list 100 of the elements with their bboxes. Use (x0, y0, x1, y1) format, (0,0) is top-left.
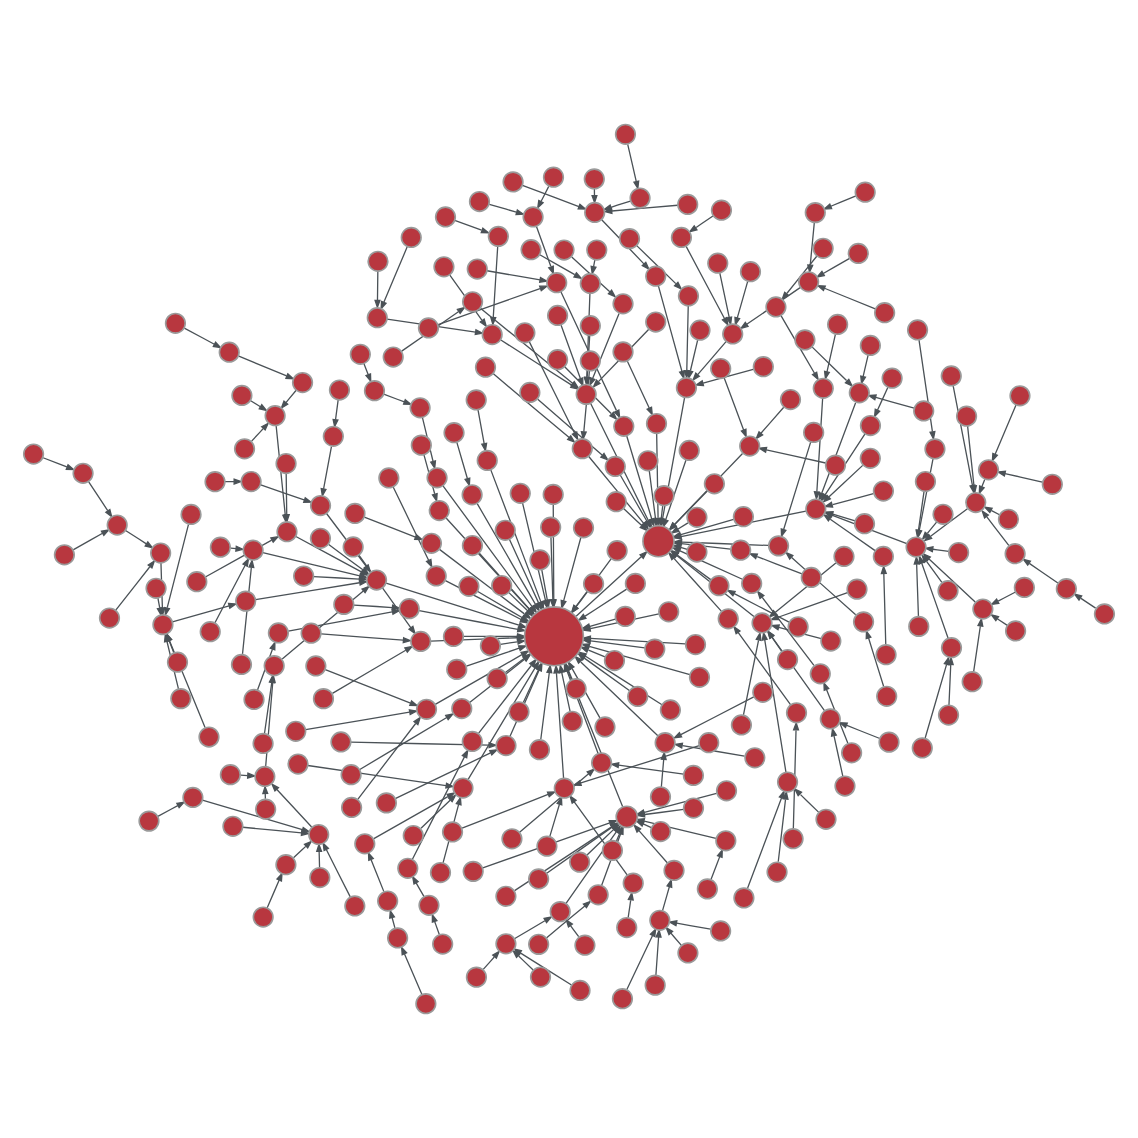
arrow (996, 470, 1043, 483)
node-circle (686, 506, 708, 528)
node-circle (710, 920, 732, 942)
arrow (287, 608, 402, 632)
node-circle (308, 823, 330, 846)
node-circle (465, 966, 488, 988)
node-circle (243, 688, 265, 711)
node-circle (574, 934, 596, 956)
node-circle (402, 824, 424, 847)
arrow (780, 441, 812, 539)
node-circle (509, 482, 531, 504)
arrow (667, 920, 712, 930)
node-circle (233, 438, 256, 460)
node-circle (415, 698, 438, 720)
node-circle (787, 616, 809, 638)
node-circle (495, 933, 517, 955)
node-circle (853, 513, 876, 535)
node-circle (906, 319, 929, 341)
node-circle (803, 421, 825, 444)
node-circle (575, 383, 597, 405)
node-circle (330, 731, 352, 753)
node-circle (375, 792, 397, 814)
node-circle (198, 726, 220, 748)
node-circle (397, 857, 419, 879)
arrow (665, 926, 683, 947)
node-circle (508, 701, 530, 723)
node-circle (833, 545, 855, 568)
node-circle (398, 598, 420, 620)
node-circle (540, 516, 562, 538)
node-circle (642, 524, 675, 558)
arrow (281, 585, 371, 660)
node-circle (696, 878, 718, 900)
node-circle (645, 311, 667, 333)
node-circle (854, 181, 876, 203)
node-circle (420, 532, 443, 554)
arrow (602, 200, 632, 211)
arrow (124, 529, 154, 549)
arrow (632, 823, 669, 864)
node-circle (546, 272, 568, 294)
arrow (241, 558, 255, 655)
node-circle (579, 315, 601, 337)
arrow (513, 915, 553, 940)
node-circle (752, 681, 774, 703)
arrow (270, 782, 313, 828)
node-circle (309, 527, 332, 549)
node-circle (914, 471, 937, 493)
node-circle (529, 549, 551, 571)
node-circle (579, 350, 601, 372)
arrow (691, 340, 727, 382)
arrow (685, 245, 729, 327)
node-circle (622, 872, 644, 894)
arrow (539, 254, 583, 280)
node-circle (275, 452, 297, 475)
node-circle (881, 367, 903, 389)
node-circle (462, 860, 484, 882)
node-circle (305, 655, 327, 677)
node-circle (240, 471, 262, 493)
node-circle (834, 775, 856, 797)
node-circle (501, 828, 523, 850)
node-circle (451, 698, 473, 720)
node-circle (739, 435, 761, 457)
node-circle (529, 966, 552, 988)
node-circle (528, 868, 550, 890)
node-circle (947, 542, 970, 564)
node-circle (779, 388, 802, 411)
node-circle (688, 666, 711, 688)
node-circle (824, 454, 847, 476)
node-circle (425, 565, 447, 587)
arrow (981, 509, 1010, 547)
node-circle (491, 575, 513, 597)
arrow (431, 913, 440, 935)
node-circle (629, 187, 651, 209)
arrow (719, 272, 733, 327)
arrow (973, 617, 984, 673)
node-circle (703, 473, 725, 495)
arrow (157, 801, 186, 817)
arrow (873, 386, 889, 419)
arrow (266, 871, 283, 909)
node-circle (474, 356, 497, 378)
arrow (784, 551, 857, 616)
node-circle (878, 731, 900, 753)
arrow (860, 354, 869, 386)
node-circle (645, 265, 667, 287)
node-circle (546, 349, 569, 371)
node-circle (309, 494, 332, 517)
node-circle (428, 499, 450, 522)
arrow (688, 215, 714, 233)
arrow (171, 602, 238, 623)
arrow (655, 928, 662, 976)
node-circle (254, 765, 276, 788)
node-circle (659, 699, 681, 721)
node-circle (961, 671, 983, 693)
node-circle (410, 434, 432, 456)
node-circle (614, 123, 637, 145)
node-circle (819, 708, 841, 730)
node-circle (242, 539, 264, 561)
node-circle (182, 786, 204, 809)
node-circle (22, 443, 45, 465)
arrow (159, 562, 166, 617)
node-circle (461, 484, 483, 506)
